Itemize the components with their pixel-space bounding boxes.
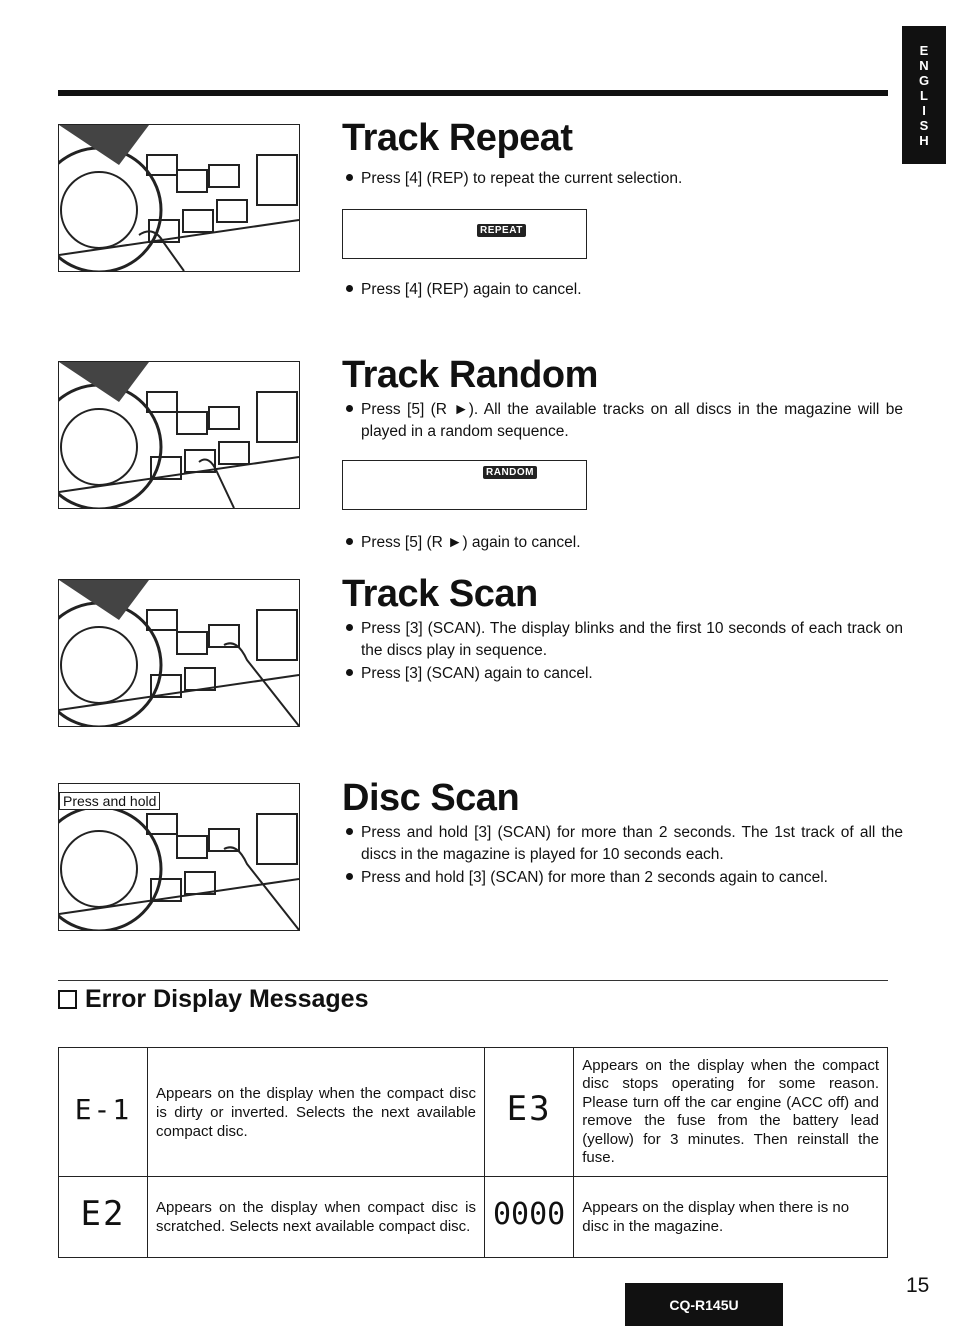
section-title: Track Random: [342, 354, 598, 396]
language-letter: N: [919, 57, 929, 73]
error-description: Appears on the display when there is no …: [573, 1176, 888, 1258]
bullet-text: Press [5] (R ►) again to cancel.: [361, 534, 581, 551]
bullet-text: Press [4] (REP) again to cancel.: [361, 281, 582, 298]
error-code-cell: E3: [483, 1047, 575, 1177]
error-section-title: Error Display Messages: [85, 985, 369, 1013]
language-letter: I: [922, 102, 926, 118]
error-table: E-1 Appears on the display when the comp…: [58, 1047, 888, 1258]
section-rule: [58, 980, 888, 981]
bullet-dot: [346, 538, 353, 546]
stereo-illustration: [58, 579, 300, 727]
error-description: Appears on the display when compact disc…: [147, 1176, 485, 1258]
error-code-cell: E2: [58, 1176, 148, 1258]
error-description: Appears on the display when the compact …: [573, 1047, 888, 1177]
bullet-dot: [346, 405, 353, 413]
language-letter: L: [920, 87, 928, 103]
error-code: E2: [80, 1193, 126, 1234]
language-letter: G: [918, 72, 930, 88]
bullet-text: Press [3] (SCAN) again to cancel.: [361, 665, 593, 682]
bullet-item: Press [3] (SCAN). The display blinks and…: [346, 618, 903, 662]
error-code-cell: E-1: [58, 1047, 148, 1177]
bullet-text: Press [5] (R ►). All the available track…: [361, 401, 903, 440]
bullet-dot: [346, 669, 353, 677]
bullet-item: Press [5] (R ►). All the available track…: [346, 399, 903, 443]
error-code: 0000: [493, 1197, 566, 1232]
bullet-text: Press [4] (REP) to repeat the current se…: [361, 170, 683, 187]
bullet-text: Press and hold [3] (SCAN) for more than …: [361, 869, 828, 886]
model-number-badge: CQ-R145U: [625, 1283, 783, 1326]
bullet-dot: [346, 873, 353, 881]
random-indicator: RANDOM: [483, 466, 537, 479]
top-rule: [58, 90, 888, 96]
bullet-item: Press and hold [3] (SCAN) for more than …: [346, 822, 903, 866]
table-row: E2 Appears on the display when compact d…: [58, 1176, 888, 1258]
lcd-display: RANDOM: [342, 460, 587, 510]
bullet-dot: [346, 174, 353, 182]
error-code: E3: [506, 1088, 552, 1129]
checkbox-square-icon: [58, 990, 77, 1009]
stereo-illustration: [58, 124, 300, 272]
bullet-text: Press and hold [3] (SCAN) for more than …: [361, 824, 903, 863]
section-title: Disc Scan: [342, 777, 520, 819]
bullet-text: Press [3] (SCAN). The display blinks and…: [361, 620, 903, 659]
table-row: E-1 Appears on the display when the comp…: [58, 1047, 888, 1177]
repeat-indicator: REPEAT: [477, 224, 526, 237]
bullet-item: Press [4] (REP) to repeat the current se…: [346, 168, 682, 190]
stereo-illustration: Press and hold: [58, 783, 300, 931]
section-title: Track Repeat: [342, 117, 573, 159]
bullet-item: Press and hold [3] (SCAN) for more than …: [346, 867, 828, 889]
error-section-heading: Error Display Messages: [58, 985, 368, 1014]
bullet-dot: [346, 828, 353, 836]
stereo-illustration: [58, 361, 300, 509]
section-title: Track Scan: [342, 573, 538, 615]
bullet-item: Press [5] (R ►) again to cancel.: [346, 532, 581, 554]
error-code: E-1: [74, 1093, 132, 1126]
page-number: 15: [906, 1274, 930, 1297]
language-letter: E: [919, 42, 929, 58]
bullet-item: Press [4] (REP) again to cancel.: [346, 279, 582, 301]
illustration-caption: Press and hold: [59, 792, 161, 810]
language-letter: H: [919, 132, 929, 148]
bullet-dot: [346, 624, 353, 632]
bullet-dot: [346, 285, 353, 293]
language-tab: E N G L I S H: [902, 26, 946, 164]
bullet-item: Press [3] (SCAN) again to cancel.: [346, 663, 593, 685]
error-code-cell: 0000: [483, 1176, 575, 1258]
error-description: Appears on the display when the compact …: [147, 1047, 485, 1177]
lcd-display: REPEAT: [342, 209, 587, 259]
language-letter: S: [919, 117, 929, 133]
